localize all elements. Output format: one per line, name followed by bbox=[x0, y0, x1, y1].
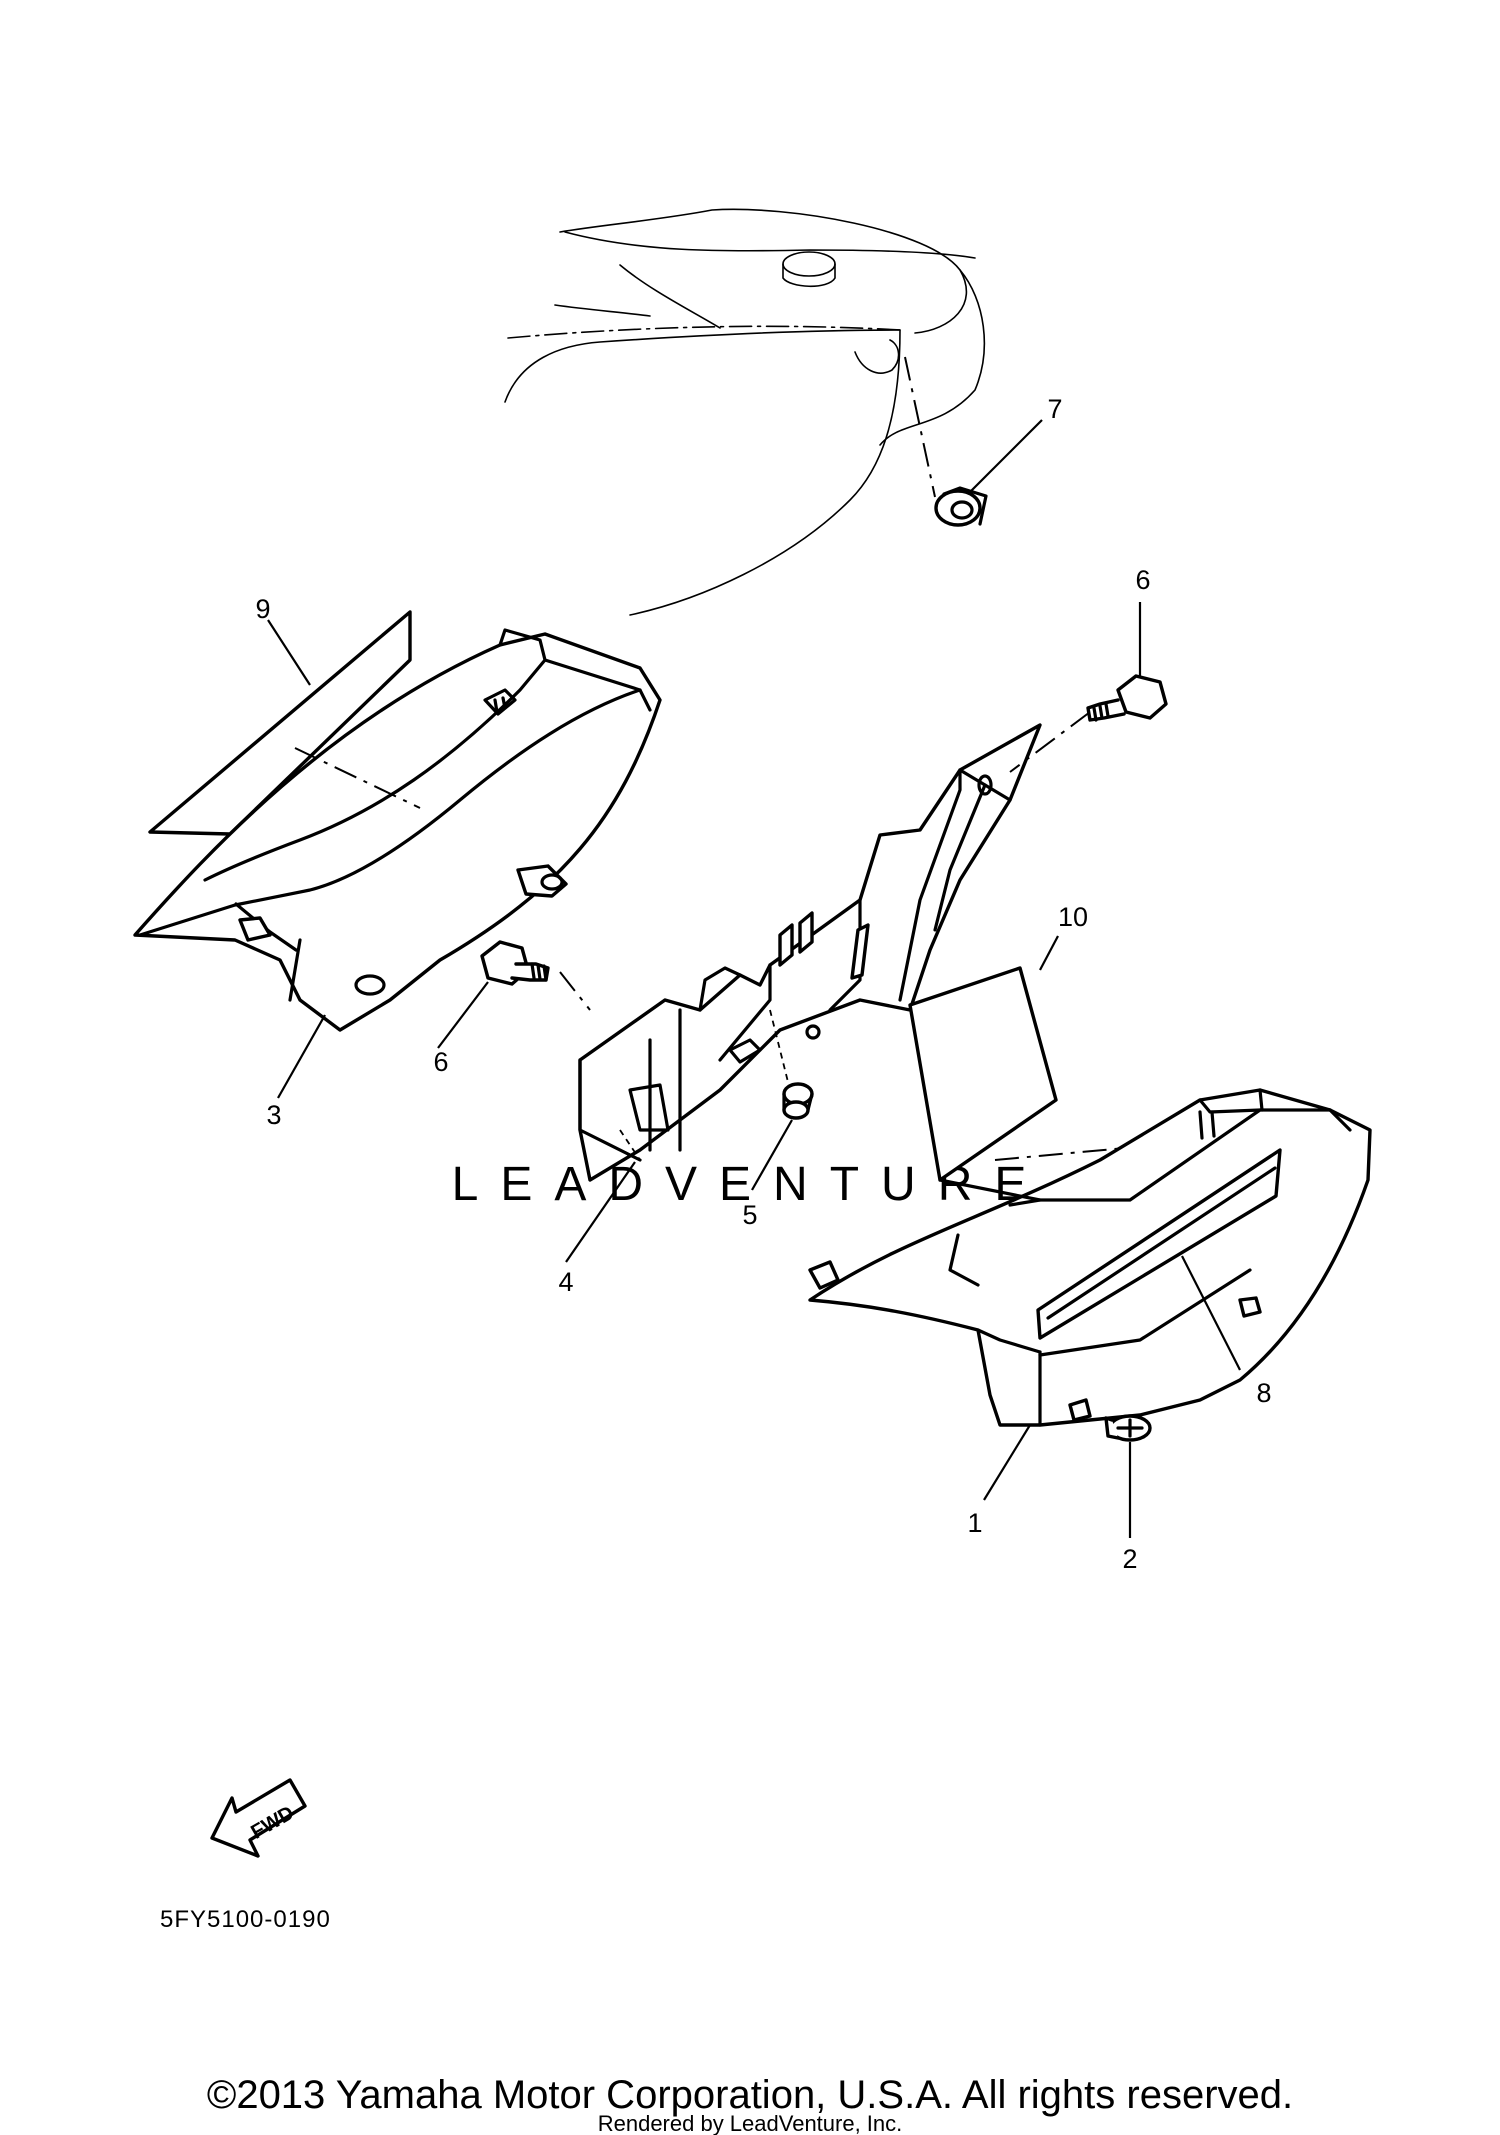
assembly-lines bbox=[294, 356, 1126, 1161]
callout-1: 1 bbox=[967, 1508, 982, 1538]
bracket-part-4 bbox=[578, 723, 1042, 1182]
callout-2: 2 bbox=[1122, 1544, 1137, 1574]
side-cover-part-3 bbox=[133, 628, 662, 1032]
decal-part-10 bbox=[908, 966, 1058, 1182]
callout-3: 3 bbox=[266, 1100, 281, 1130]
side-cover-part-1 bbox=[808, 1088, 1372, 1427]
callout-7: 7 bbox=[1047, 394, 1062, 424]
callout-6-right: 6 bbox=[1135, 565, 1150, 595]
watermark-text: LEADVENTURE bbox=[452, 1158, 1049, 1211]
grommet-part-5 bbox=[782, 1082, 814, 1120]
callout-6-left: 6 bbox=[433, 1047, 448, 1077]
fwd-arrow-icon: FWD bbox=[210, 1778, 307, 1858]
callout-10: 10 bbox=[1058, 902, 1088, 932]
grommet-part-7 bbox=[934, 486, 988, 527]
copyright-notice: ©2013 Yamaha Motor Corporation, U.S.A. A… bbox=[207, 2073, 1293, 2117]
fuel-tank-outline bbox=[504, 208, 986, 616]
bolt-part-6-left bbox=[480, 940, 550, 986]
callout-9: 9 bbox=[255, 594, 270, 624]
rendered-by-text: Rendered by LeadVenture, Inc. bbox=[598, 2111, 903, 2135]
leader-lines bbox=[267, 419, 1241, 1538]
callout-5: 5 bbox=[742, 1200, 757, 1230]
callout-8: 8 bbox=[1256, 1378, 1271, 1408]
diagram-code: 5FY5100-0190 bbox=[160, 1906, 331, 1933]
callout-4: 4 bbox=[558, 1267, 573, 1297]
bolt-part-6-right bbox=[1086, 674, 1168, 722]
screw-part-2 bbox=[1104, 1414, 1152, 1442]
